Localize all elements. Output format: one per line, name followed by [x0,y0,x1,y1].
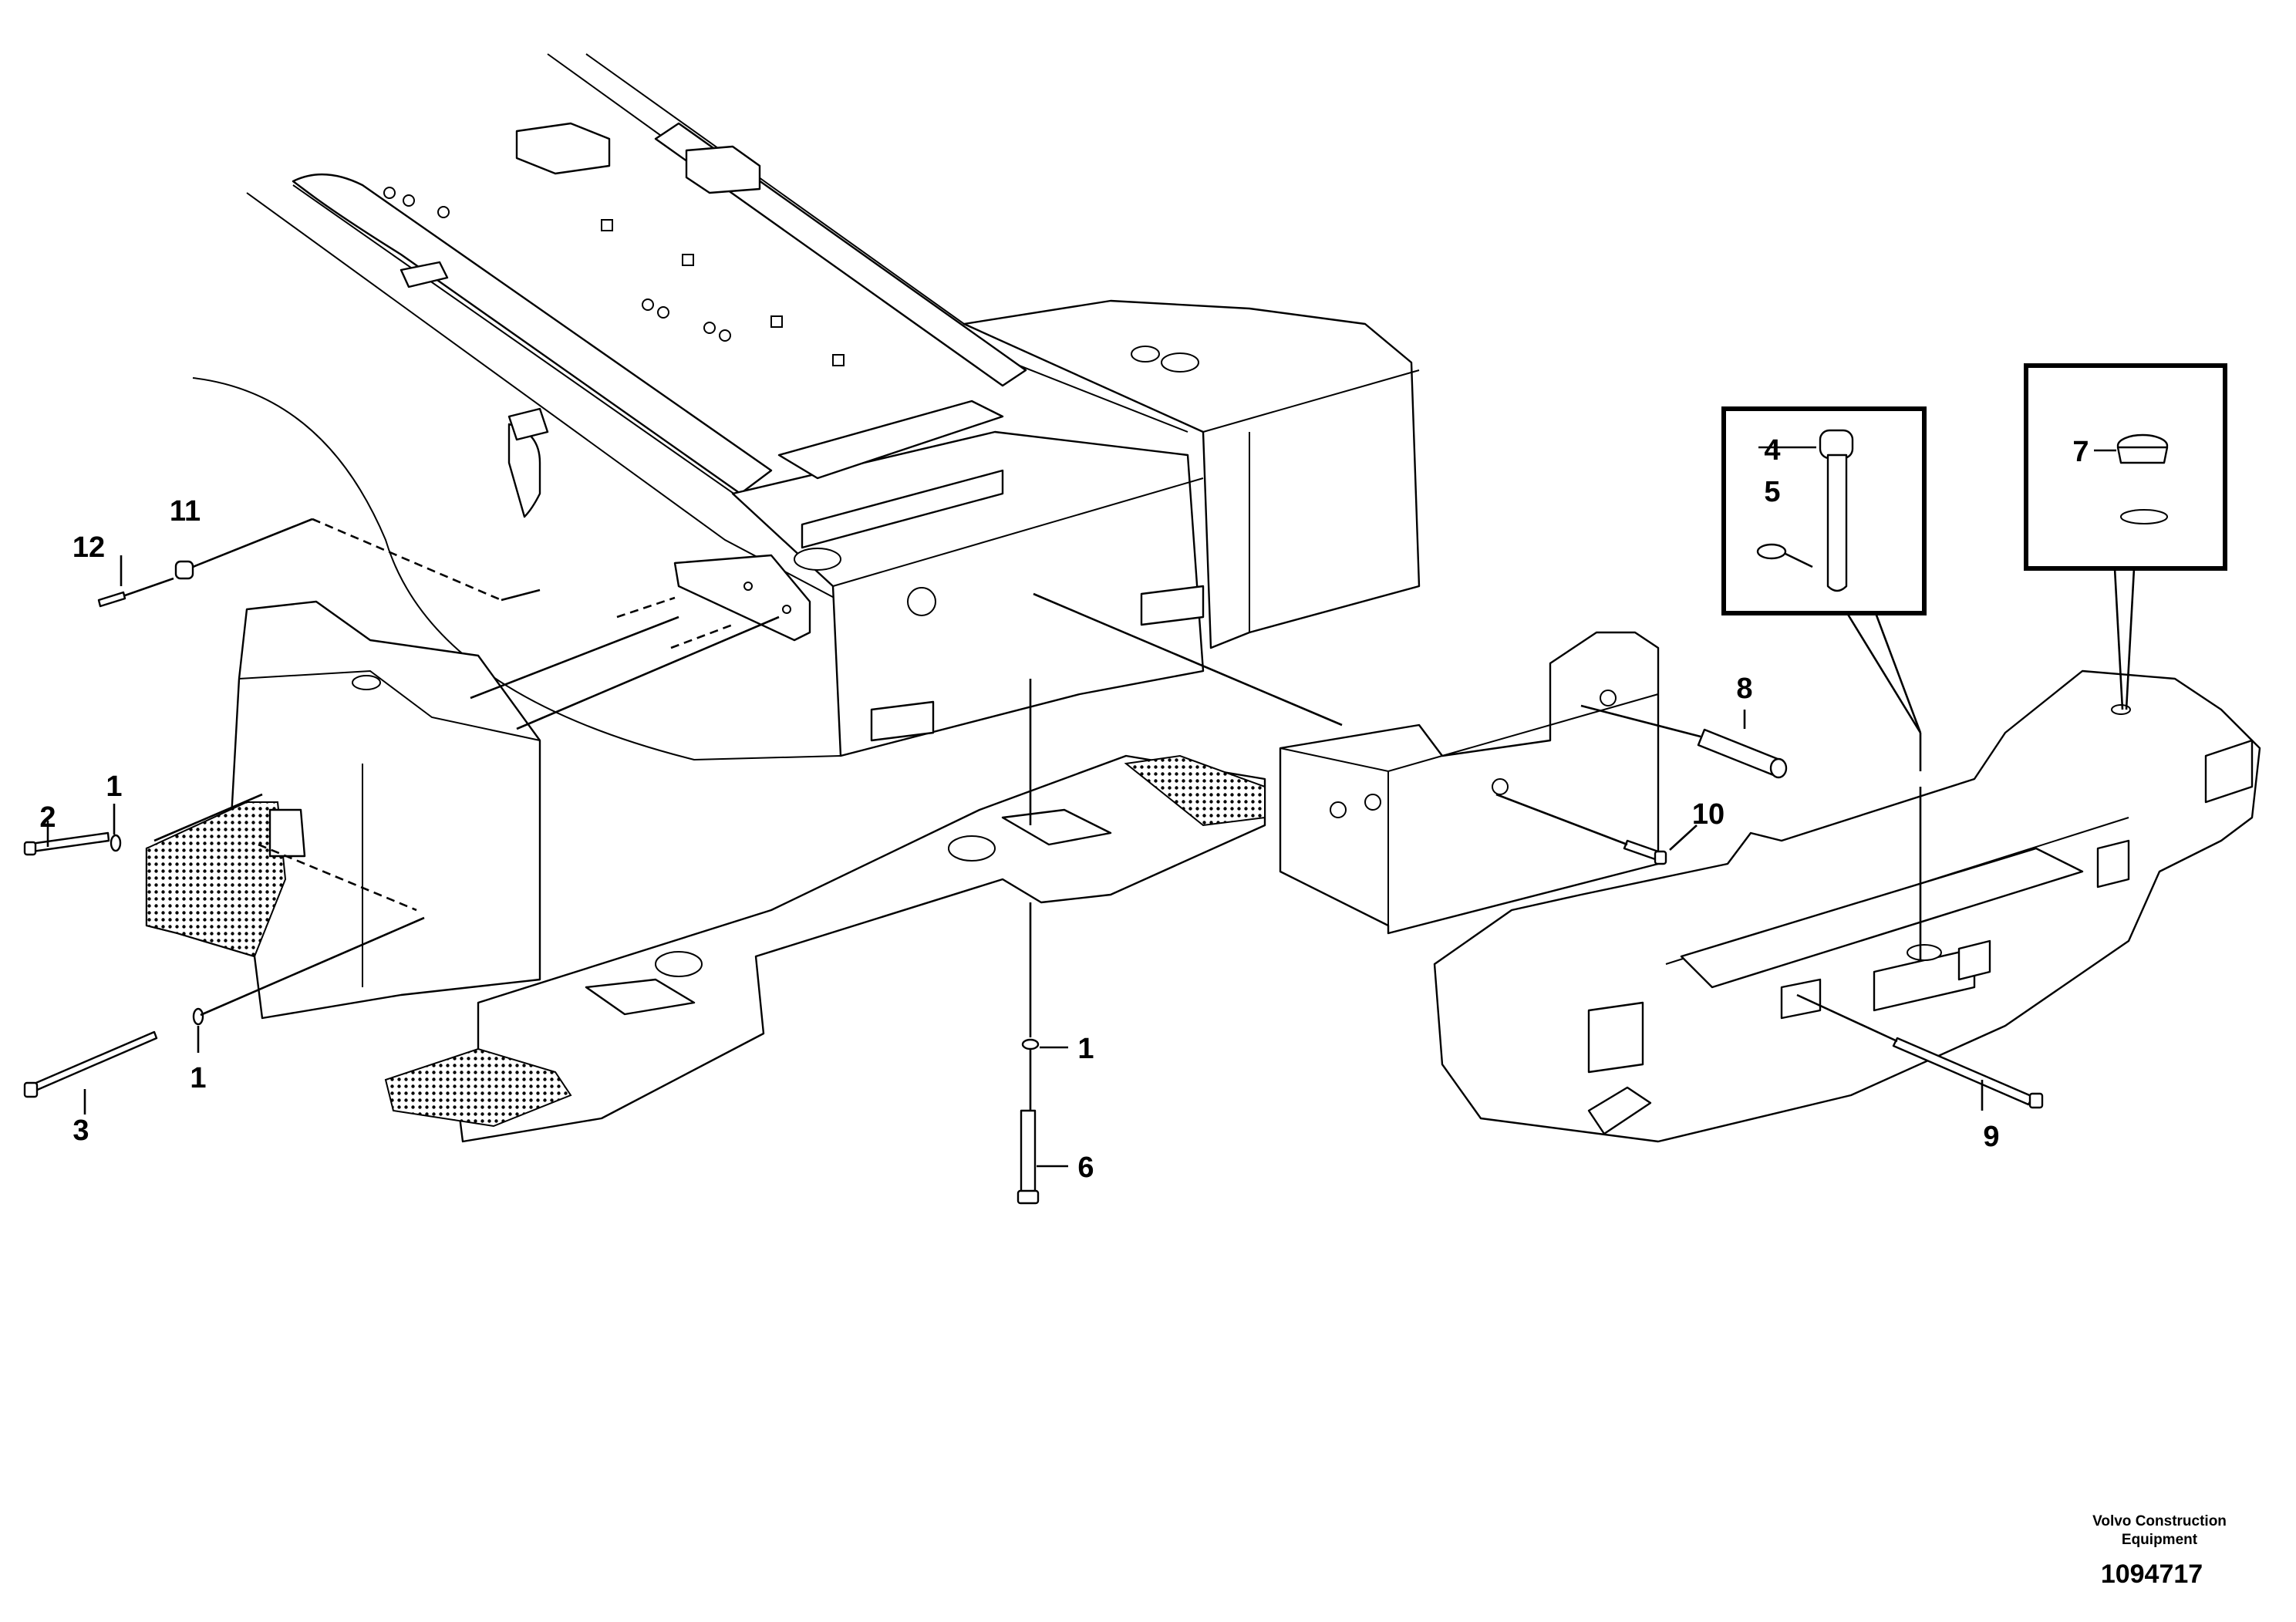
callout-8: 8 [1736,673,1752,705]
washer-part-1c [1021,1038,1040,1050]
bolt-part-6 [1017,1109,1040,1205]
bolt-part-10 [1623,839,1667,865]
washer-part-1a [110,834,122,852]
plug-part-7 [2116,433,2169,524]
callout-1-upper: 1 [106,771,122,803]
drawing-number: 1094717 [2101,1560,2203,1589]
callout-1-lower: 1 [190,1062,206,1094]
spacer-part-11 [174,560,194,580]
adapter-block [673,554,811,642]
callout-4: 4 [1764,434,1780,467]
callout-3: 3 [72,1114,89,1147]
callout-labels: 12 11 1 2 1 3 1 6 4 5 7 8 10 9 [39,434,2089,1184]
step-plate [384,754,1266,1143]
main-counterweight [1433,669,2261,1143]
pin-part-8 [1697,728,1788,779]
company-name-line1: Volvo Construction [2092,1513,2227,1529]
detail-box-plug [2024,363,2227,710]
bolt-part-2 [29,831,110,853]
upper-frame [192,53,1421,761]
clip-part-5 [1756,543,1787,560]
callout-5: 5 [1764,476,1780,508]
counterweight-block [1279,631,1660,935]
leader-lines [46,446,2116,1168]
callout-12: 12 [72,531,105,564]
bolt-part-3 [31,1030,158,1092]
frame-holes [383,187,845,366]
callout-1-center: 1 [1077,1033,1094,1065]
callout-6: 6 [1077,1152,1094,1184]
bolt-part-12 [97,591,126,608]
callout-2: 2 [39,801,56,834]
callout-9: 9 [1983,1121,1999,1153]
detail-box-lock-pin [1721,406,1927,960]
callout-10: 10 [1692,798,1725,831]
washer-part-1b [192,1007,204,1026]
footer: Volvo Construction Equipment 1094717 [2092,1513,2227,1589]
lock-pin-part-4 [1819,429,1854,592]
left-counterweight [145,600,541,1020]
company-name-line2: Equipment [2122,1532,2198,1548]
hardware [23,560,2044,1205]
bolt-part-9 [1892,1037,2044,1109]
callout-11: 11 [170,495,201,528]
callout-7: 7 [2072,436,2089,468]
